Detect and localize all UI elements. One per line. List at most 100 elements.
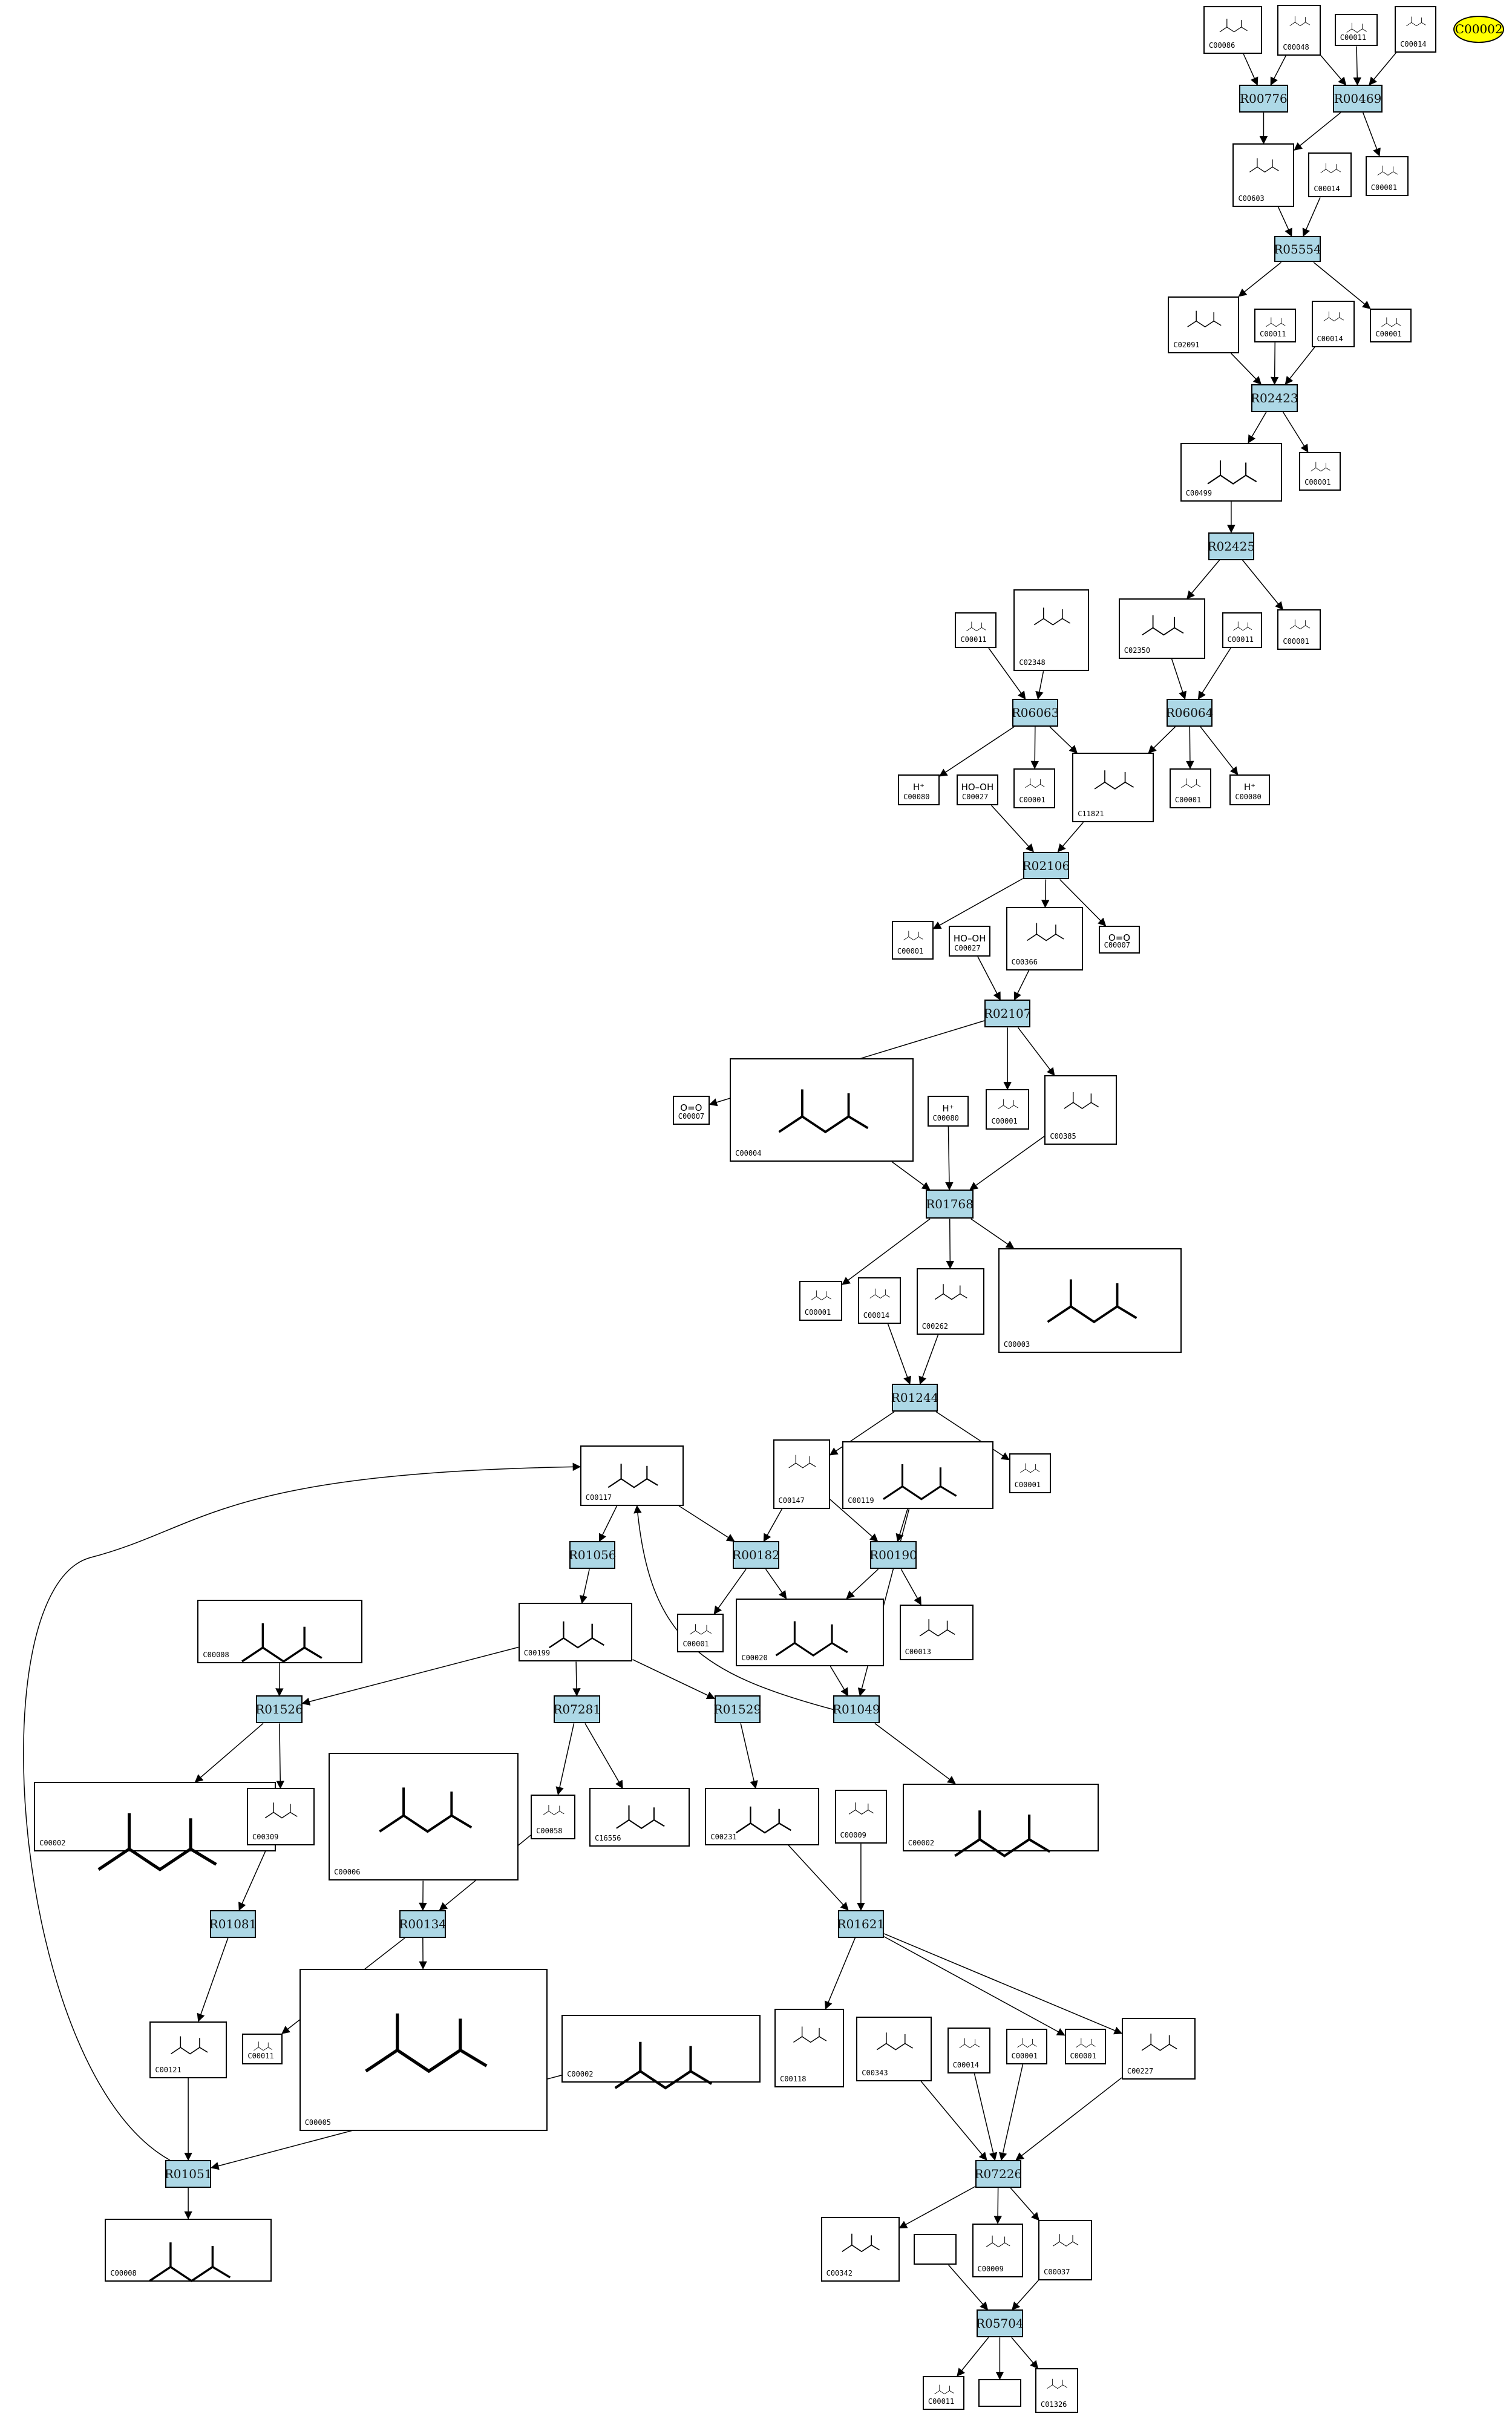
compound-node[interactable]: C00001 — [1009, 1453, 1051, 1494]
compound-node[interactable]: C00008 — [105, 2218, 272, 2282]
compound-node[interactable]: C00147 — [773, 1439, 830, 1509]
compound-node[interactable]: C02348 — [1013, 589, 1090, 672]
compound-node[interactable]: C00009 — [972, 2223, 1023, 2277]
compound-node[interactable]: C00001 — [891, 921, 934, 960]
compound-node[interactable]: C00603 — [1232, 143, 1295, 207]
compound-node[interactable]: C00008 — [197, 1600, 363, 1663]
reaction-node-r01244[interactable]: R01244 — [891, 1384, 938, 1412]
compound-node[interactable]: C00002 — [34, 1782, 277, 1871]
reaction-node-r00776[interactable]: R00776 — [1239, 85, 1289, 113]
compound-node[interactable]: C00227 — [1121, 2018, 1196, 2080]
compound-node[interactable]: C00014 — [1395, 6, 1437, 53]
compound-node[interactable]: C00009 — [834, 1790, 888, 1844]
compound-node[interactable]: C00231 — [705, 1788, 820, 1845]
compound-node[interactable]: C00002 — [561, 2015, 761, 2090]
compound-node[interactable]: C00001 — [1277, 609, 1321, 650]
compound-node[interactable]: C00001 — [1006, 2029, 1048, 2064]
compound-node[interactable]: C00058 — [531, 1794, 576, 1839]
reaction-node-r01051[interactable]: R01051 — [165, 2160, 212, 2188]
compound-node[interactable]: C00309 — [247, 1788, 315, 1845]
compound-node[interactable]: C01326 — [1035, 2368, 1079, 2414]
compound-node[interactable]: C00011 — [1222, 612, 1262, 648]
compound-node[interactable]: C00001 — [799, 1280, 843, 1321]
compound-node[interactable]: C00385 — [1044, 1075, 1118, 1145]
compound-node[interactable]: C00002 — [902, 1783, 1099, 1857]
compound-node[interactable]: C00342 — [820, 2217, 900, 2282]
reaction-node-r02107[interactable]: R02107 — [984, 1000, 1031, 1028]
reaction-node-r00182[interactable]: R00182 — [732, 1541, 780, 1569]
reaction-node-r06064[interactable]: R06064 — [1166, 699, 1213, 727]
compound-node[interactable]: C00001 — [1299, 452, 1341, 491]
reaction-node-r01621[interactable]: R01621 — [837, 1910, 885, 1938]
compound-node[interactable]: C00001 — [1370, 309, 1412, 343]
compound-node[interactable]: C00086 — [1203, 6, 1262, 54]
reaction-node-r07281[interactable]: R07281 — [553, 1695, 601, 1724]
reaction-node-r00134[interactable]: R00134 — [399, 1910, 447, 1938]
reaction-node-r02425[interactable]: R02425 — [1208, 532, 1255, 560]
compound-node[interactable]: C00001 — [1169, 768, 1211, 809]
compound-node[interactable]: C00011 — [1334, 13, 1378, 47]
compound-node[interactable]: C00343 — [856, 2016, 932, 2081]
compound-node[interactable]: H⁺C00080 — [927, 1095, 969, 1127]
compound-node[interactable]: C00499 — [1180, 442, 1283, 502]
reaction-node-r02106[interactable]: R02106 — [1023, 851, 1070, 880]
compound-node[interactable]: C02091 — [1168, 296, 1239, 353]
reaction-node-r01526[interactable]: R01526 — [255, 1695, 303, 1724]
compound-node[interactable]: C00121 — [149, 2021, 227, 2078]
compound-node[interactable]: C00006 — [329, 1752, 519, 1881]
reaction-node-r05554[interactable]: R05554 — [1274, 236, 1321, 263]
reaction-node-r01049[interactable]: R01049 — [833, 1695, 880, 1724]
target-compound-node[interactable]: C00002 — [1453, 15, 1505, 44]
compound-node[interactable]: C00001 — [1365, 155, 1409, 196]
compound-node[interactable]: C00014 — [857, 1277, 902, 1324]
compound-node[interactable]: C00013 — [899, 1605, 974, 1660]
reaction-node-r01081[interactable]: R01081 — [209, 1910, 257, 1938]
compound-node[interactable]: C00020 — [736, 1598, 885, 1666]
compound-id: C00048 — [1283, 42, 1309, 51]
compound-node[interactable]: C00199 — [518, 1603, 633, 1662]
compound-node[interactable] — [913, 2234, 957, 2265]
compound-node[interactable]: C00119 — [842, 1441, 994, 1509]
compound-node[interactable]: C00037 — [1038, 2220, 1093, 2280]
reaction-node-r00469[interactable]: R00469 — [1333, 85, 1383, 113]
reaction-node-r01529[interactable]: R01529 — [714, 1695, 761, 1724]
compound-node[interactable]: C00001 — [986, 1089, 1029, 1130]
compound-node[interactable]: C00003 — [998, 1248, 1182, 1353]
compound-node[interactable]: C00366 — [1006, 907, 1084, 970]
compound-node[interactable]: C00118 — [774, 2009, 844, 2088]
compound-node[interactable]: C16556 — [589, 1788, 690, 1847]
compound-node[interactable]: H⁺C00080 — [1229, 774, 1270, 806]
compound-node[interactable]: C02350 — [1118, 598, 1205, 659]
compound-node[interactable]: H⁺C00080 — [898, 774, 940, 806]
compound-node[interactable]: C00011 — [955, 612, 997, 648]
compound-node[interactable]: C00014 — [1311, 301, 1355, 347]
reaction-node-r05704[interactable]: R05704 — [976, 2309, 1024, 2338]
compound-node[interactable]: C00005 — [299, 1968, 548, 2131]
reaction-node-r07226[interactable]: R07226 — [975, 2160, 1022, 2188]
reaction-node-r01768[interactable]: R01768 — [926, 1190, 974, 1219]
compound-node[interactable]: C00011 — [922, 2376, 964, 2411]
compound-node[interactable]: C00011 — [1254, 309, 1296, 343]
compound-node[interactable]: C00011 — [242, 2033, 283, 2064]
reaction-node-r01056[interactable]: R01056 — [569, 1541, 617, 1569]
compound-node[interactable] — [978, 2379, 1022, 2407]
structure-drawing-icon — [998, 1099, 1018, 1110]
reaction-node-r00190[interactable]: R00190 — [869, 1541, 917, 1569]
compound-node[interactable]: C00262 — [916, 1268, 984, 1335]
compound-node[interactable]: C00117 — [580, 1445, 684, 1506]
reaction-node-r02423[interactable]: R02423 — [1251, 384, 1298, 412]
compound-node[interactable]: C11821 — [1072, 753, 1154, 823]
edge-arrow — [1231, 353, 1262, 385]
compound-node[interactable]: C00001 — [1064, 2029, 1107, 2064]
reaction-node-r06063[interactable]: R06063 — [1012, 699, 1059, 727]
compound-node[interactable]: C00004 — [730, 1058, 914, 1162]
compound-node[interactable]: C00014 — [1308, 152, 1352, 198]
compound-node[interactable]: C00014 — [947, 2027, 991, 2074]
compound-node[interactable]: C00001 — [677, 1614, 724, 1653]
compound-node[interactable]: C00048 — [1277, 4, 1321, 56]
compound-node[interactable]: C00001 — [1013, 768, 1056, 809]
